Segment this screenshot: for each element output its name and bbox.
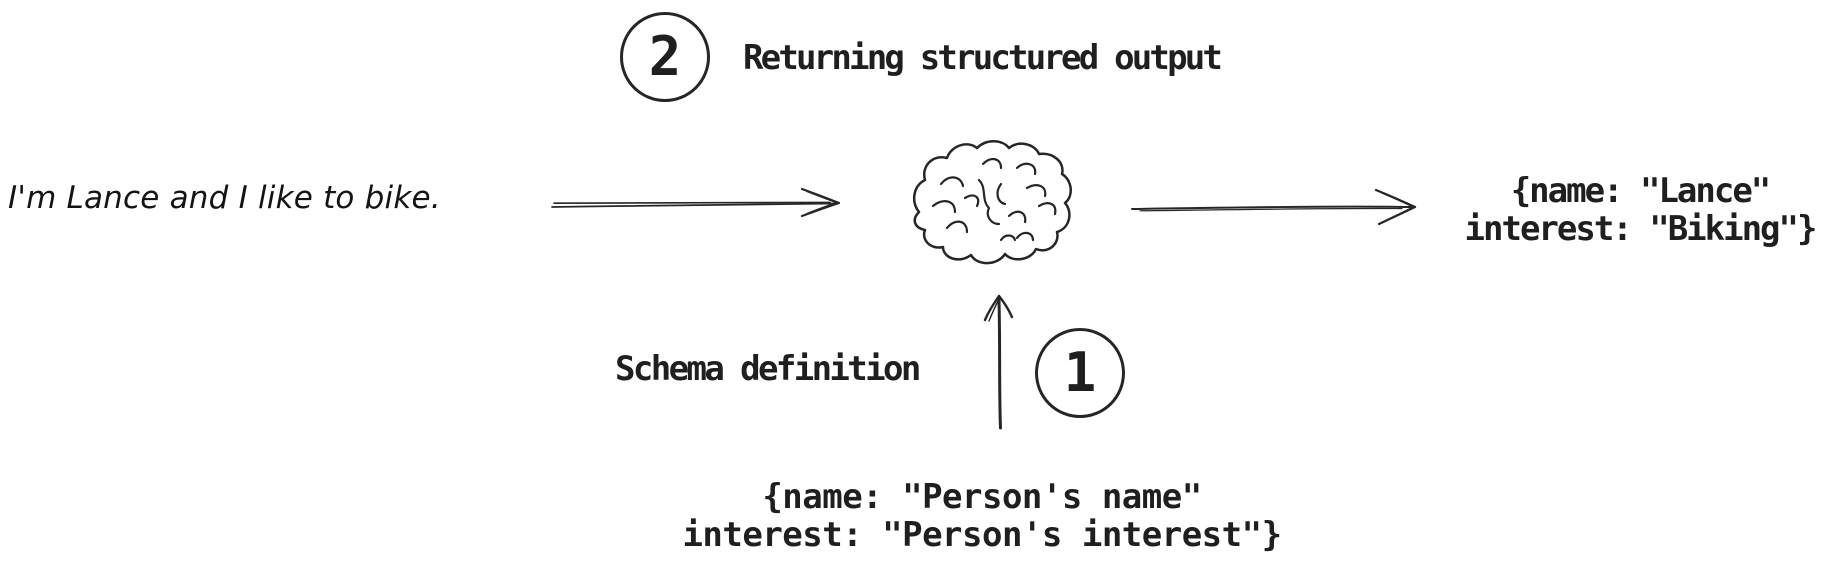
schema-json-block: {name: "Person's name" interest: "Person…	[682, 477, 1282, 555]
step-2-number: 2	[648, 25, 682, 88]
brain-icon	[912, 140, 1072, 265]
diagram-title: Returning structured output	[743, 38, 1223, 78]
output-json-line-1: {name: "Lance"	[1510, 171, 1772, 211]
output-json-block: {name: "Lance" interest: "Biking"}	[1464, 171, 1818, 249]
schema-definition-label: Schema definition	[615, 349, 921, 389]
schema-json-line-2: interest: "Person's interest"}	[682, 515, 1282, 555]
input-to-model-arrow-icon	[551, 187, 841, 218]
schema-json-line-1: {name: "Person's name"	[762, 477, 1202, 517]
schema-to-model-arrow-icon	[983, 294, 1014, 430]
step-2-badge: 2	[620, 12, 710, 102]
step-1-badge: 1	[1035, 328, 1125, 418]
step-1-number: 1	[1063, 341, 1097, 404]
input-message: I'm Lance and I like to bike.	[8, 180, 441, 216]
output-json-line-2: interest: "Biking"}	[1464, 209, 1818, 249]
model-to-output-arrow-icon	[1131, 188, 1417, 226]
